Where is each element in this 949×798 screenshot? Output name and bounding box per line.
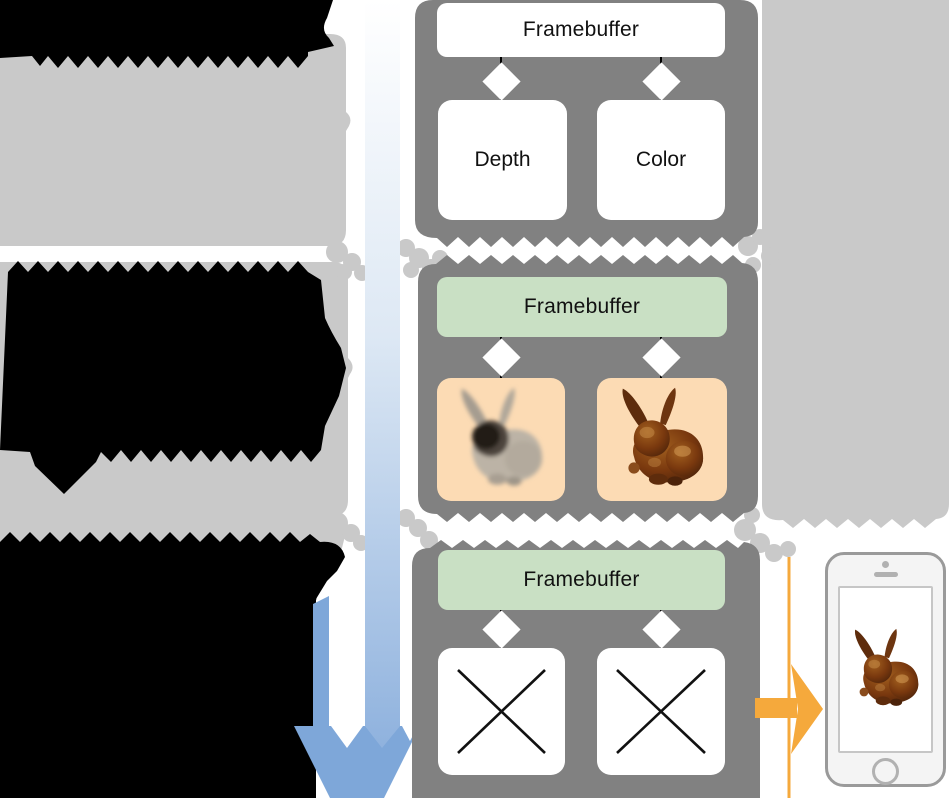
right-backdrop-panel [762,0,949,528]
color-label: Color [635,148,687,171]
depth-texture-box [437,378,565,501]
iphone-screen [838,586,933,753]
orange-present-arrow [755,557,823,798]
depth-texture-bunny-render [445,384,557,496]
framebuffer-box-2: Framebuffer [437,277,727,337]
redacted-label-3 [0,532,345,798]
home-button-icon [872,758,899,785]
redacted-label-2 [0,261,346,494]
framebuffer-box-1: Framebuffer [437,3,725,57]
framebuffer-label-3: Framebuffer [523,568,640,591]
framebuffer-label-1: Framebuffer [522,18,640,41]
discarded-attachment-box [597,648,725,775]
depth-label: Depth [474,148,531,171]
color-texture-box [597,378,727,501]
iphone-outline [825,552,946,787]
discard-x-icon [616,669,706,754]
camera-dot-icon [882,561,889,568]
depth-renderbuffer-box: Depth [438,100,567,220]
redacted-label-blocks [0,0,346,798]
color-texture-bunny-render [622,387,704,486]
speaker-slot-icon [874,572,898,577]
redacted-label-1 [0,0,334,68]
color-renderbuffer-box: Color [597,100,725,220]
color-bunny-render [854,628,918,706]
framebuffer-label-2: Framebuffer [523,295,641,318]
framebuffer-box-3: Framebuffer [438,550,725,610]
discarded-attachment-box [438,648,565,775]
blue-down-arrow [294,0,420,798]
discard-x-icon [457,669,546,754]
